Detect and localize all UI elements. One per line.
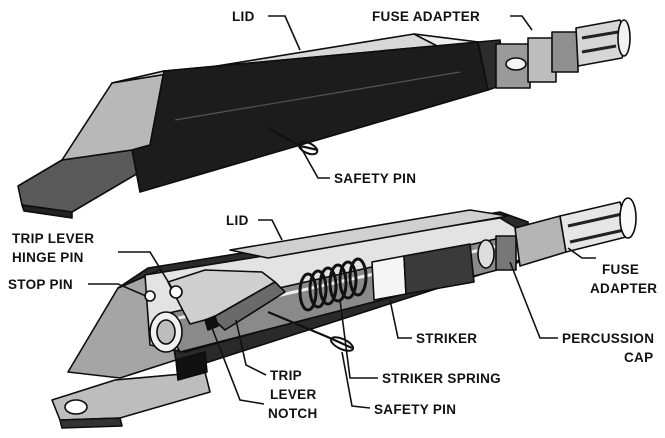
label-trip-lever-hinge-pin-line2: HINGE PIN	[12, 250, 84, 265]
leader-lines	[88, 15, 596, 409]
label-fuse-adapter-line2: ADAPTER	[590, 281, 657, 296]
label-top-safety-pin: SAFETY PIN	[334, 171, 416, 186]
top-body	[131, 41, 489, 193]
percussion-cap	[477, 239, 495, 269]
top-assembly	[17, 19, 631, 219]
top-base-plate	[17, 149, 141, 213]
stop-pin	[144, 290, 156, 302]
top-fuse-adapter	[495, 19, 631, 89]
striker	[371, 255, 407, 301]
bottom-safety-pin	[267, 310, 355, 352]
label-fuse-adapter-line1: FUSE	[602, 262, 639, 277]
label-top-fuse-adapter: FUSE ADAPTER	[372, 9, 480, 24]
label-stop-pin: STOP PIN	[8, 277, 73, 292]
striker-spring	[298, 257, 368, 312]
label-bottom-lid: LID	[226, 213, 249, 228]
bottom-assembly	[51, 197, 637, 429]
label-percussion-cap-line2: CAP	[624, 350, 653, 365]
trip-lever-hinge-pin	[169, 285, 183, 299]
label-percussion-cap-line1: PERCUSSION	[562, 331, 654, 346]
label-top-lid: LID	[232, 9, 255, 24]
label-trip-lever-line1: TRIP	[270, 368, 302, 383]
mounting-hole	[64, 399, 88, 415]
notch	[204, 315, 219, 331]
label-striker: STRIKER	[416, 331, 477, 346]
bottom-fuse-adapter	[514, 197, 637, 267]
bottom-lid	[229, 209, 509, 259]
labels: LID FUSE ADAPTER SAFETY PIN LID TRIP LEV…	[8, 9, 657, 421]
label-trip-lever-hinge-pin-line1: TRIP LEVER	[12, 231, 94, 246]
label-striker-spring: STRIKER SPRING	[382, 371, 501, 386]
label-bottom-safety-pin: SAFETY PIN	[374, 402, 456, 417]
label-notch: NOTCH	[268, 406, 318, 421]
label-trip-lever-line2: LEVER	[270, 387, 317, 402]
